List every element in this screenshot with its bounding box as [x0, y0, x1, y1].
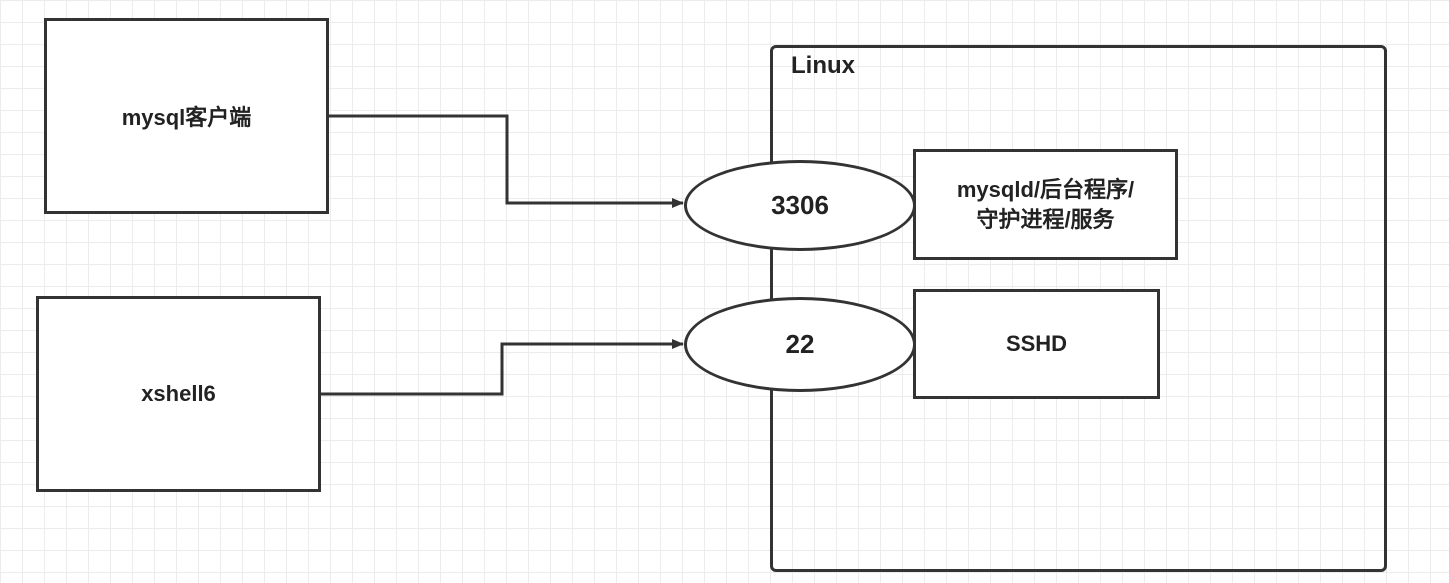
xshell-node[interactable]: xshell6 [36, 296, 321, 492]
port-22-node[interactable]: 22 [684, 297, 916, 392]
port-3306-label: 3306 [771, 190, 829, 220]
linux-title: Linux [791, 52, 855, 79]
arrow-xshell-to-22 [319, 339, 684, 396]
port-3306-node[interactable]: 3306 [684, 160, 916, 251]
xshell-label: xshell6 [141, 381, 216, 406]
mysql-client-label: mysql客户端 [121, 105, 252, 130]
mysqld-node[interactable]: mysqld/后台程序/ 守护进程/服务 [913, 149, 1178, 260]
sshd-node[interactable]: SSHD [913, 289, 1160, 399]
mysqld-label-line2: 守护进程/服务 [976, 206, 1115, 232]
arrow-mysql-client-to-3306 [328, 114, 684, 208]
mysql-client-node[interactable]: mysql客户端 [44, 18, 329, 214]
sshd-label: SSHD [1005, 331, 1068, 356]
mysqld-label-line1: mysqld/后台程序/ [956, 176, 1135, 202]
port-22-label: 22 [785, 329, 815, 359]
